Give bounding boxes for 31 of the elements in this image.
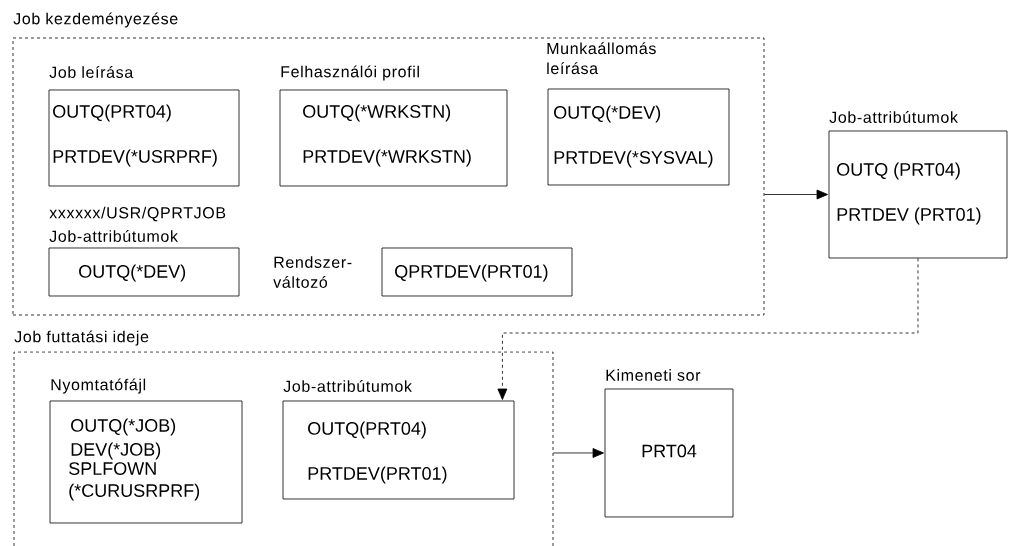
parameter-text: PRTDEV(*WRKSTN) [303,149,471,167]
parameter-text: PRTDEV (PRT01) [837,207,981,225]
arrow [764,189,828,200]
parameter-text: OUTQ(PRT04) [53,104,171,122]
heading: Job-attribútumok [829,111,958,123]
heading: Job kezdeményezése [13,12,178,28]
parameter-text: PRTDEV(*SYSVAL) [554,150,713,168]
heading: Job leírása [49,66,134,78]
heading: Job futtatási ideje [14,330,149,346]
parameter-text: DEV(*JOB) [71,442,161,460]
parameter-text: OUTQ(*DEV) [554,105,661,123]
arrow [497,258,919,400]
parameter-text: OUTQ(*WRKSTN) [303,104,451,122]
parameter-text: SPLFOWN (*CURUSRPRF) [69,462,200,501]
heading: Munkaállomás leírása [547,42,656,75]
parameter-text: OUTQ (PRT04) [837,162,960,180]
parameter-text: PRTDEV(PRT01) [308,466,447,484]
parameter-text: OUTQ(*JOB) [71,418,176,436]
heading: Felhasználói profil [281,65,419,81]
arrow [552,448,604,458]
parameter-text: OUTQ(PRT04) [308,421,426,439]
heading: xxxxxx/USR/QPRTJOB [49,206,226,222]
heading: Kimeneti sor [606,369,701,381]
side-label: Rendszer-változó [273,256,352,288]
parameter-text: PRT04 [642,444,697,458]
heading: Job-attribútumok [49,230,178,242]
parameter-text: PRTDEV(*USRPRF) [53,149,217,167]
heading: Nyomtatófájl [51,378,146,394]
heading: Job-attribútumok [283,380,412,392]
parameter-text: QPRTDEV(PRT01) [395,264,548,282]
parameter-text: OUTQ(*DEV) [79,264,186,282]
